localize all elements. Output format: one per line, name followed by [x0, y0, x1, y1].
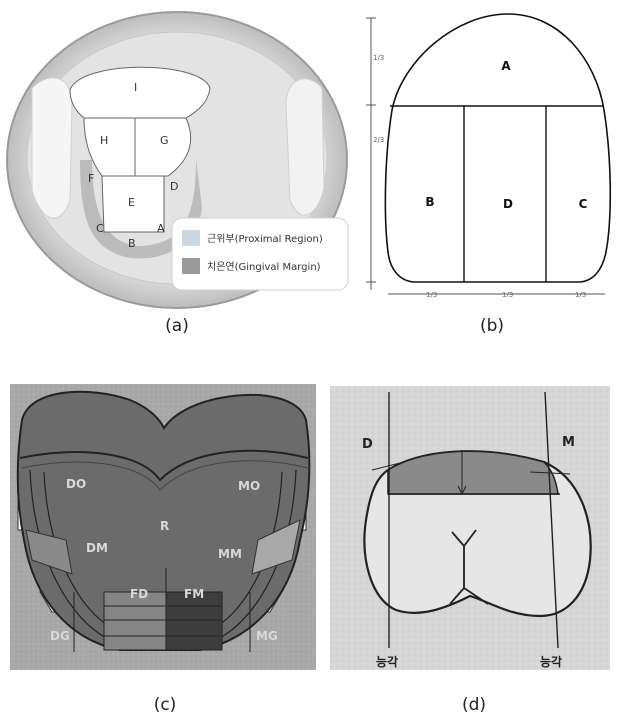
region-label-i: I [134, 81, 137, 94]
region-label-c: C [96, 222, 104, 235]
caption-d: (d) [462, 695, 486, 715]
caption-c: (c) [154, 695, 177, 715]
caption-b: (b) [480, 316, 504, 336]
region-label-dm: DM [86, 541, 108, 555]
dim-label-bottom-2: 1/3 [502, 291, 513, 299]
legend-label-gingival: 치은연(Gingival Margin) [207, 261, 321, 273]
region-label-do: DO [66, 477, 86, 491]
dim-label-left-2: 2/3 [373, 136, 384, 144]
region-label-e: E [128, 196, 135, 209]
legend-swatch-gingival [182, 258, 200, 274]
panel-c: DO MO R DM MM FD FM DG MG (c) [10, 384, 316, 715]
region-label-r: R [160, 519, 169, 533]
region-i [70, 67, 210, 118]
panel-a: I H G F E D C B A 근위부(Proximal Region) 치… [7, 12, 348, 336]
region-label-d: D [170, 180, 178, 193]
ridge-label-right: 능각 [540, 654, 562, 669]
caption-a: (a) [165, 316, 189, 336]
dim-label-left-1: 1/3 [373, 54, 384, 62]
proximal-left-a [32, 78, 72, 218]
region-label-fd: FD [130, 587, 148, 601]
legend-swatch-proximal [182, 230, 200, 246]
region-label-mg: MG [256, 629, 278, 643]
tooth-outline-b [385, 14, 610, 282]
region-label-mo: MO [238, 479, 260, 493]
point-label-m: M [562, 435, 575, 450]
region-label-a: A [157, 222, 165, 235]
region-label-b-c: C [579, 197, 588, 211]
region-label-b-b: B [425, 195, 434, 209]
ridge-label-left: 능각 [376, 654, 398, 669]
panel-d: D M 능각 능각 (d) [330, 386, 610, 715]
panel-b: 1/3 2/3 1/3 1/3 1/3 A B D C (b) [366, 14, 610, 336]
region-label-f: F [88, 172, 94, 185]
legend-box-a [172, 218, 348, 290]
proximal-right-a [286, 79, 324, 215]
region-label-b: B [128, 237, 136, 250]
dim-label-bottom-3: 1/3 [575, 291, 586, 299]
region-label-mm: MM [218, 547, 242, 561]
region-label-fm: FM [184, 587, 204, 601]
region-label-b-a: A [501, 59, 511, 73]
legend-label-proximal: 근위부(Proximal Region) [207, 232, 323, 245]
region-label-dg: DG [50, 629, 70, 643]
region-label-b-d: D [503, 197, 513, 211]
region-label-h: H [100, 134, 108, 147]
region-label-g: G [160, 134, 169, 147]
point-label-d: D [362, 437, 373, 452]
dim-label-bottom-1: 1/3 [426, 291, 437, 299]
